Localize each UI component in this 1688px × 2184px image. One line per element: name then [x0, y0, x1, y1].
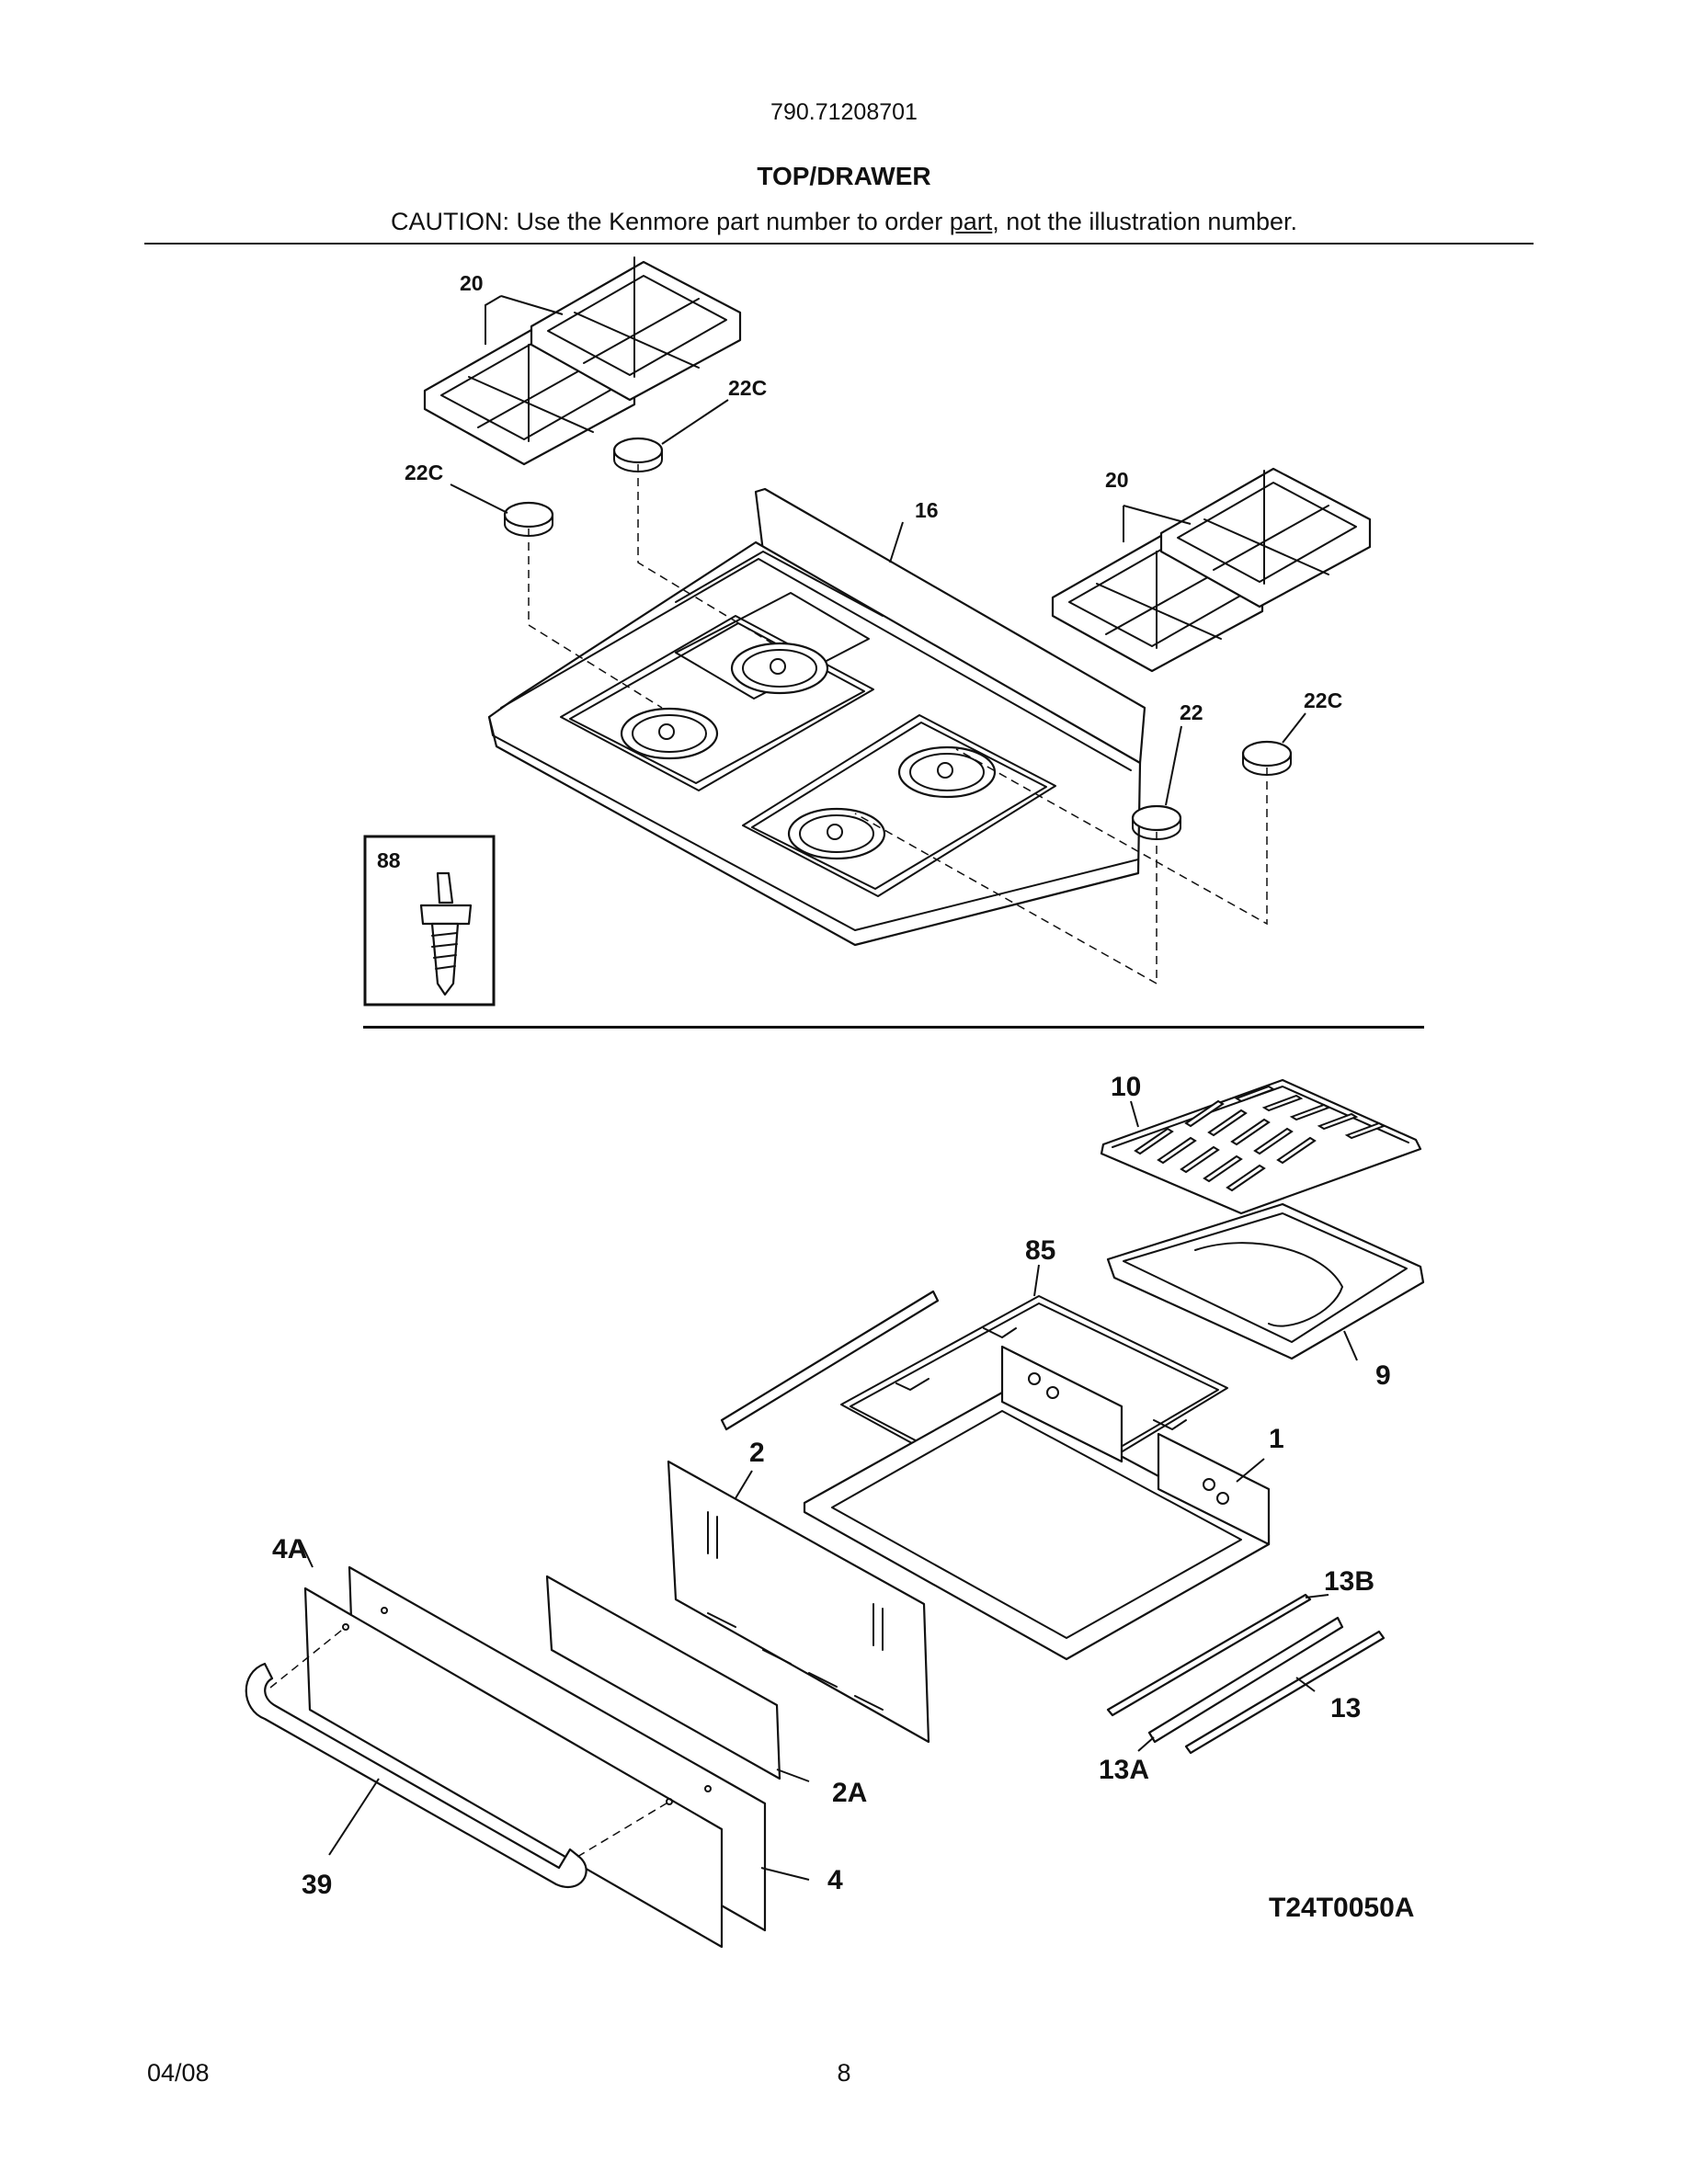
- section-title: TOP/DRAWER: [757, 162, 931, 190]
- model-number: 790.71208701: [770, 99, 918, 125]
- cooktop-assembly: [487, 487, 1146, 947]
- footer-date: 04/08: [147, 2059, 210, 2087]
- drawer-slides: [1106, 1593, 1386, 1755]
- callout-22c-a: 22C: [728, 376, 767, 400]
- callout-2: 2: [749, 1438, 765, 1468]
- section-divider: [363, 1026, 1424, 1029]
- drawer-body: [803, 1345, 1271, 1661]
- callout-13: 13: [1330, 1693, 1361, 1723]
- leader-lines-top: [450, 295, 1306, 806]
- callout-9: 9: [1375, 1360, 1391, 1391]
- callout-10: 10: [1111, 1072, 1141, 1102]
- assembly-lines-top: [528, 464, 1268, 985]
- callout-4a: 4A: [272, 1534, 307, 1564]
- callout-4: 4: [827, 1865, 843, 1895]
- callout-20-left: 20: [460, 271, 484, 295]
- broiler-slots: [1134, 1085, 1386, 1192]
- caution-prefix: CAUTION: Use the Kenmore part number to …: [391, 208, 950, 235]
- callout-16: 16: [915, 498, 939, 522]
- callout-22: 22: [1180, 700, 1203, 724]
- footer-page-number: 8: [837, 2059, 851, 2087]
- callout-88: 88: [377, 848, 401, 872]
- callout-22c-c: 22C: [1304, 688, 1342, 712]
- header-divider: [144, 243, 1534, 245]
- caution-underlined: part: [949, 208, 993, 235]
- drawer-back-panel: [667, 1460, 930, 1744]
- callout-13b: 13B: [1324, 1566, 1374, 1597]
- callout-1: 1: [1269, 1424, 1284, 1454]
- leader-lines-bottom: [299, 1100, 1358, 1881]
- inset-88: [363, 835, 496, 1007]
- drawer-side-rail: [720, 1290, 940, 1431]
- broiler-pan: [1106, 1202, 1425, 1360]
- caution-note: CAUTION: Use the Kenmore part number to …: [0, 208, 1688, 236]
- drawer-front: [303, 1565, 767, 1949]
- callout-20-right: 20: [1105, 468, 1129, 492]
- callout-39: 39: [302, 1870, 332, 1900]
- callout-22c-b: 22C: [405, 461, 443, 484]
- grate-left-pair: [423, 256, 742, 466]
- caution-suffix: , not the illustration number.: [992, 208, 1297, 235]
- callout-13a: 13A: [1099, 1755, 1149, 1785]
- callout-2a: 2A: [832, 1778, 867, 1808]
- drawer-handle: [245, 1662, 587, 1889]
- assembly-lines-bottom: [269, 1626, 670, 1858]
- callout-85: 85: [1025, 1235, 1055, 1266]
- figure-code: T24T0050A: [1269, 1893, 1414, 1923]
- drawer-inner-panel: [545, 1575, 781, 1780]
- grate-right-pair: [1051, 467, 1372, 673]
- broiler-grid: [1100, 1078, 1422, 1215]
